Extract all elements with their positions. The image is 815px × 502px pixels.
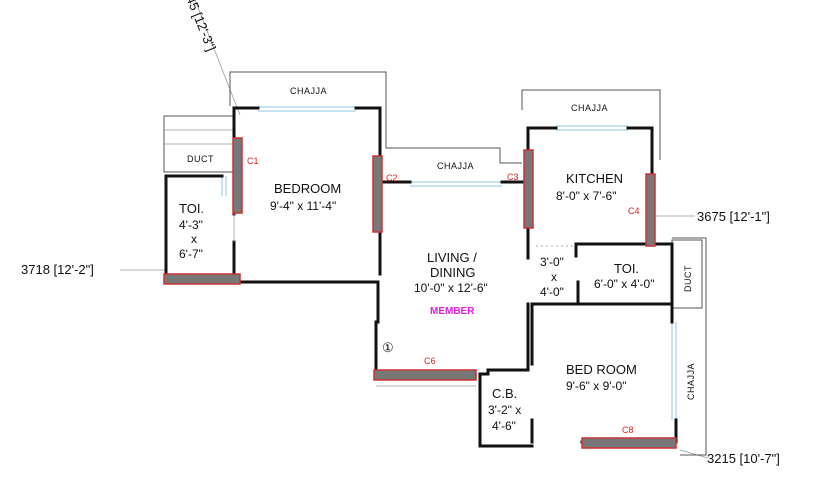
column-c2 [372, 155, 383, 233]
bedroom-1-size: 9'-4" x 11'-4" [270, 199, 336, 213]
room-passage: 3'-0" x 4'-0" [540, 255, 564, 299]
chajja-right-side: CHAJJA [686, 363, 696, 400]
cb-line1: 3'-2" x [488, 403, 521, 417]
passage-line1: 3'-0" [540, 255, 564, 269]
toilet-1-line3: 6'-7" [179, 247, 203, 261]
chajja-outlines [163, 71, 707, 456]
chajja-top-right: CHAJJA [571, 103, 608, 113]
kitchen-size: 8'-0" x 7'-6" [556, 189, 616, 203]
member-label: MEMBER [430, 306, 475, 317]
living-size: 10'-0" x 12'-6" [414, 281, 488, 295]
column-c8 [581, 437, 677, 449]
column-c1 [232, 137, 243, 214]
room-cb: C.B. 3'-2" x 4'-6" [488, 386, 521, 433]
dimension-top-diagonal: 45 [12'-3"] [183, 0, 219, 53]
kitchen-name: KITCHEN [566, 171, 623, 186]
toilet-1-line2: x [191, 232, 197, 246]
toilet-1-line1: 4'-3" [179, 218, 203, 232]
column-c6 [373, 369, 477, 381]
toilet-2-name: TOI. [614, 261, 639, 276]
columns [163, 137, 677, 449]
cb-name: C.B. [492, 386, 517, 401]
room-kitchen: KITCHEN 8'-0" x 7'-6" [556, 171, 623, 203]
dimension-lines [120, 0, 709, 459]
living-name-2: DINING [430, 265, 476, 280]
duct-right: DUCT [683, 265, 693, 292]
chajja-top-left: CHAJJA [290, 86, 327, 96]
room-bedroom-2: BED ROOM 9'-6" x 9'-0" [566, 362, 637, 393]
label-c3: C3 [507, 172, 519, 182]
room-toilet-1: TOI. 4'-3" x 6'-7" [179, 201, 204, 261]
label-c2: C2 [386, 173, 398, 183]
passage-line2: x [551, 270, 557, 284]
column-c4 [645, 173, 656, 247]
bedroom-2-size: 9'-6" x 9'-0" [566, 379, 626, 393]
dimension-right-upper: 3675 [12'-1"] [697, 209, 770, 224]
living-name-1: LIVING / [427, 250, 477, 265]
column-toilet [163, 273, 241, 285]
duct-left: DUCT [187, 154, 214, 164]
entry-mark: ① [382, 340, 394, 355]
toilet-1-name: TOI. [179, 201, 204, 216]
label-c4: C4 [628, 206, 640, 216]
dimension-left: 3718 [12'-2"] [21, 262, 94, 277]
passage-line3: 4'-0" [540, 285, 564, 299]
label-c1: C1 [247, 156, 259, 166]
cb-line2: 4'-6" [492, 419, 516, 433]
bedroom-1-name: BEDROOM [274, 181, 341, 196]
toilet-2-size: 6'-0" x 4'-0" [594, 277, 654, 291]
column-labels: C1 C2 C3 C4 C6 C8 [247, 156, 640, 435]
room-toilet-2: TOI. 6'-0" x 4'-0" [594, 261, 654, 291]
column-c3 [523, 149, 534, 229]
room-bedroom-1: BEDROOM 9'-4" x 11'-4" [270, 181, 341, 213]
label-c8: C8 [622, 425, 634, 435]
room-living-dining: LIVING / DINING 10'-0" x 12'-6" MEMBER ① [382, 250, 488, 355]
windows [221, 106, 677, 420]
chajja-middle: CHAJJA [437, 161, 474, 171]
label-c6: C6 [424, 356, 436, 366]
bedroom-2-name: BED ROOM [566, 362, 637, 377]
dimension-bottom-right: 3215 [10'-7"] [707, 451, 780, 466]
